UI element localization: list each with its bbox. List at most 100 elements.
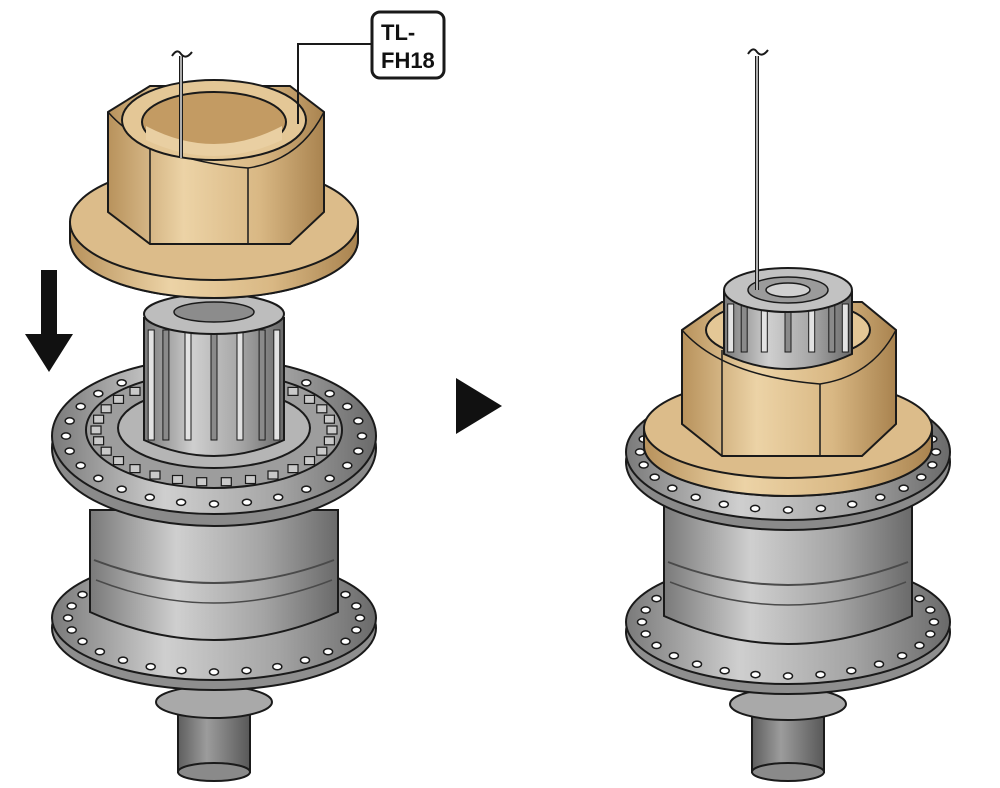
flange-hole [351,626,362,634]
flange-hole [353,447,364,455]
flange-hole [324,474,335,483]
rotor-tooth [323,414,335,424]
flange-hole [175,498,187,507]
rotor-tooth [326,425,338,435]
flange-hole [690,493,701,502]
flange-hole [846,666,857,675]
spline-ridge [841,303,849,353]
rotor-tooth [112,394,125,404]
flange-hole [322,647,334,656]
flange-hole [351,602,362,610]
flange-hole [145,662,156,671]
spline-ridge [210,329,218,441]
flange-hole [116,378,127,387]
flange-hole [718,500,730,509]
rotor-tooth [287,386,299,396]
rotor-tooth [196,477,208,487]
flange-hole [782,672,794,680]
right-freehub-top [723,267,853,370]
flange-hole [668,651,680,660]
rotor-tooth [267,470,279,480]
rotor-tooth [323,436,335,446]
flange-hole [667,484,678,493]
right-hub-body [663,499,913,645]
left-freehub-splines [147,329,281,441]
rotor-tooth [303,456,316,466]
rotor-tooth [129,464,141,474]
flange-hole [64,447,75,455]
flange-hole [301,378,312,387]
flange-hole [925,606,936,614]
flange-hole [782,506,794,514]
flange-hole [640,606,651,614]
spline-ridge [184,329,192,441]
rotor-tooth [316,446,328,456]
flange-hole [66,602,77,610]
tool-label-line2: FH18 [381,48,435,73]
flange-hole [649,473,660,482]
rotor-tooth [220,477,232,487]
flange-hole [208,500,220,508]
rotor-tooth [92,414,105,424]
flange-hole [873,660,885,669]
flange-hole [75,461,86,470]
flange-hole [914,594,925,603]
spline-ridge [828,303,836,353]
flange-hole [930,448,942,456]
flange-hole [896,651,908,660]
flange-hole [353,417,364,425]
rotor-tooth [92,436,105,446]
flange-hole [356,432,368,440]
rotor-tooth [112,456,125,466]
flange-hole [272,493,284,502]
flange-hole [66,626,77,634]
spline-ridge [236,329,244,441]
rotor-tooth [244,474,257,485]
flange-hole [916,473,927,482]
rotor-tooth [100,404,112,414]
tool-label-box [370,10,446,80]
flange-hole [927,461,938,469]
spline-ridge [258,329,266,441]
right-axle-end [729,687,847,782]
left-assembly: TL- FH18 [25,10,446,782]
flange-hole [60,432,72,440]
flange-hole [634,448,646,456]
left-rod [171,50,193,158]
flange-hole [749,504,761,513]
flange-hole [875,493,886,502]
flange-hole [94,647,106,656]
flange-hole [898,484,909,493]
rotor-tooth [303,394,316,404]
flange-hole [354,614,366,622]
flange-hole [719,666,730,675]
flange-hole [176,666,187,675]
flange-hole [324,389,335,398]
flange-hole [638,461,649,469]
spline-ridge [727,303,735,353]
right-rod [747,48,769,290]
flange-hole [62,614,74,622]
flange-hole [116,485,127,494]
flange-hole [93,474,104,483]
right-assembly [625,48,951,782]
flange-hole [651,594,662,603]
rotor-tooth [316,404,328,414]
flange-hole [75,402,86,411]
flange-hole [914,641,925,650]
flange-hole [928,618,940,626]
flange-hole [636,618,648,626]
flange-hole [272,662,283,671]
rotor-tooth [171,474,184,485]
flange-hole [299,656,311,665]
rotor-tooth [287,464,299,474]
flange-hole [241,498,253,507]
flange-hole [77,590,88,599]
flange-hole [77,637,88,646]
flange-hole [925,630,936,638]
flange-hole [144,493,156,502]
spline-ridge [740,303,748,353]
flange-hole [340,590,351,599]
flange-hole [815,670,826,679]
